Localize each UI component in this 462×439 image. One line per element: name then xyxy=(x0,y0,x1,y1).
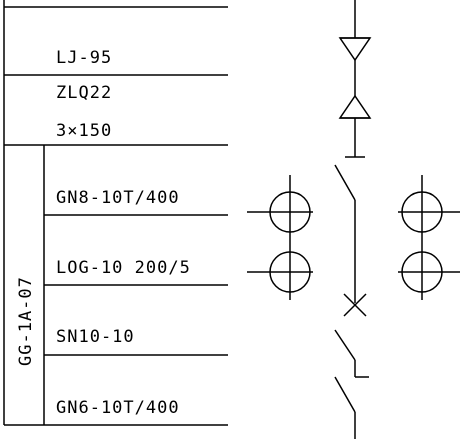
current-transformer-left xyxy=(247,175,313,300)
label-cabinet-type: GG-1A-07 xyxy=(16,276,36,366)
current-transformer-right xyxy=(398,175,460,300)
cable-terminal-symbol xyxy=(338,37,372,158)
circuit-breaker-symbol xyxy=(343,293,367,317)
label-conductor: LJ-95 xyxy=(56,48,112,68)
label-cable-size: 3×150 xyxy=(56,121,112,141)
label-cable-type: ZLQ22 xyxy=(56,83,112,103)
load-switch-symbol xyxy=(334,329,369,378)
disconnector-switch-lower xyxy=(334,376,356,439)
label-disconnector-lower: GN6-10T/400 xyxy=(56,398,180,418)
disconnector-switch-upper xyxy=(334,164,356,300)
label-current-transformer: LOG-10 200/5 xyxy=(56,258,191,278)
label-disconnector-upper: GN8-10T/400 xyxy=(56,188,180,208)
label-circuit-breaker: SN10-10 xyxy=(56,327,135,347)
